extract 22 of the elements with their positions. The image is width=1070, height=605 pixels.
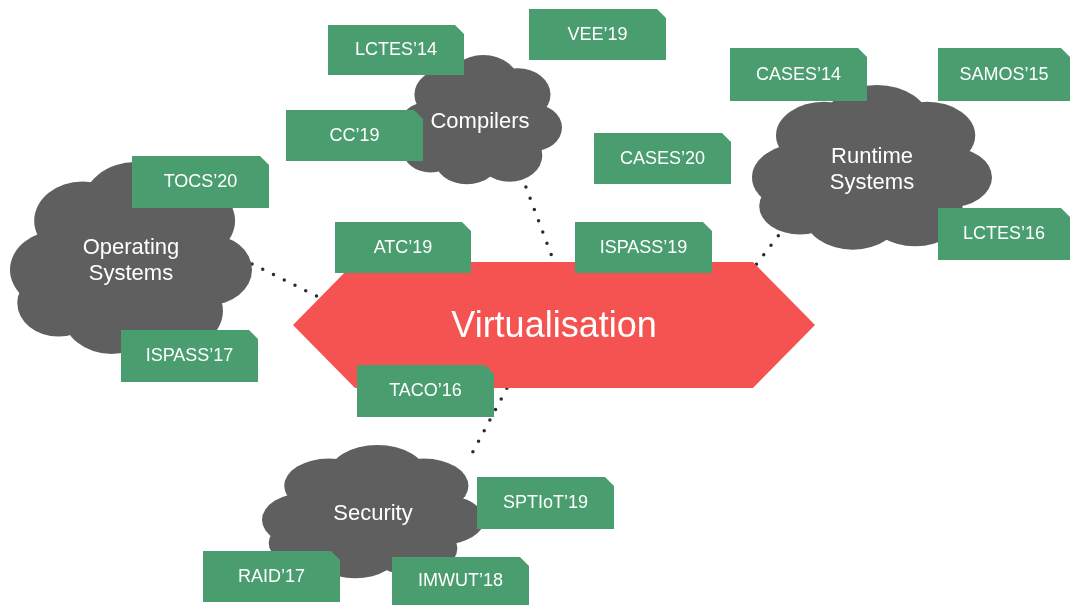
- tag-label: IMWUT’18: [392, 557, 529, 605]
- tag-label: LCTES’14: [328, 25, 464, 75]
- node-label: Operating Systems: [81, 233, 181, 287]
- tag-label: CASES’14: [730, 48, 867, 101]
- tag-label: ATC’19: [335, 222, 471, 273]
- tag-label: SAMOS’15: [938, 48, 1070, 101]
- tag-label: LCTES’16: [938, 208, 1070, 260]
- dotted-connector: [250, 262, 321, 300]
- dotted-connector: [471, 386, 509, 454]
- tag-label: ISPASS’17: [121, 330, 258, 382]
- tag-label: CASES’20: [594, 133, 731, 184]
- tag-label: TACO’16: [357, 365, 494, 417]
- node-label: Runtime Systems: [828, 142, 916, 196]
- node-label: Virtualisation: [451, 303, 657, 347]
- tag-label: SPTIoT’19: [477, 477, 614, 529]
- tag-label: VEE’19: [529, 9, 666, 60]
- tag-label: TOCS’20: [132, 156, 269, 208]
- tag-label: ISPASS’19: [575, 222, 712, 273]
- node-label: Compilers: [430, 107, 530, 135]
- tag-label: CC’19: [286, 110, 423, 161]
- tag-label: RAID’17: [203, 551, 340, 602]
- node-label: Security: [333, 499, 413, 527]
